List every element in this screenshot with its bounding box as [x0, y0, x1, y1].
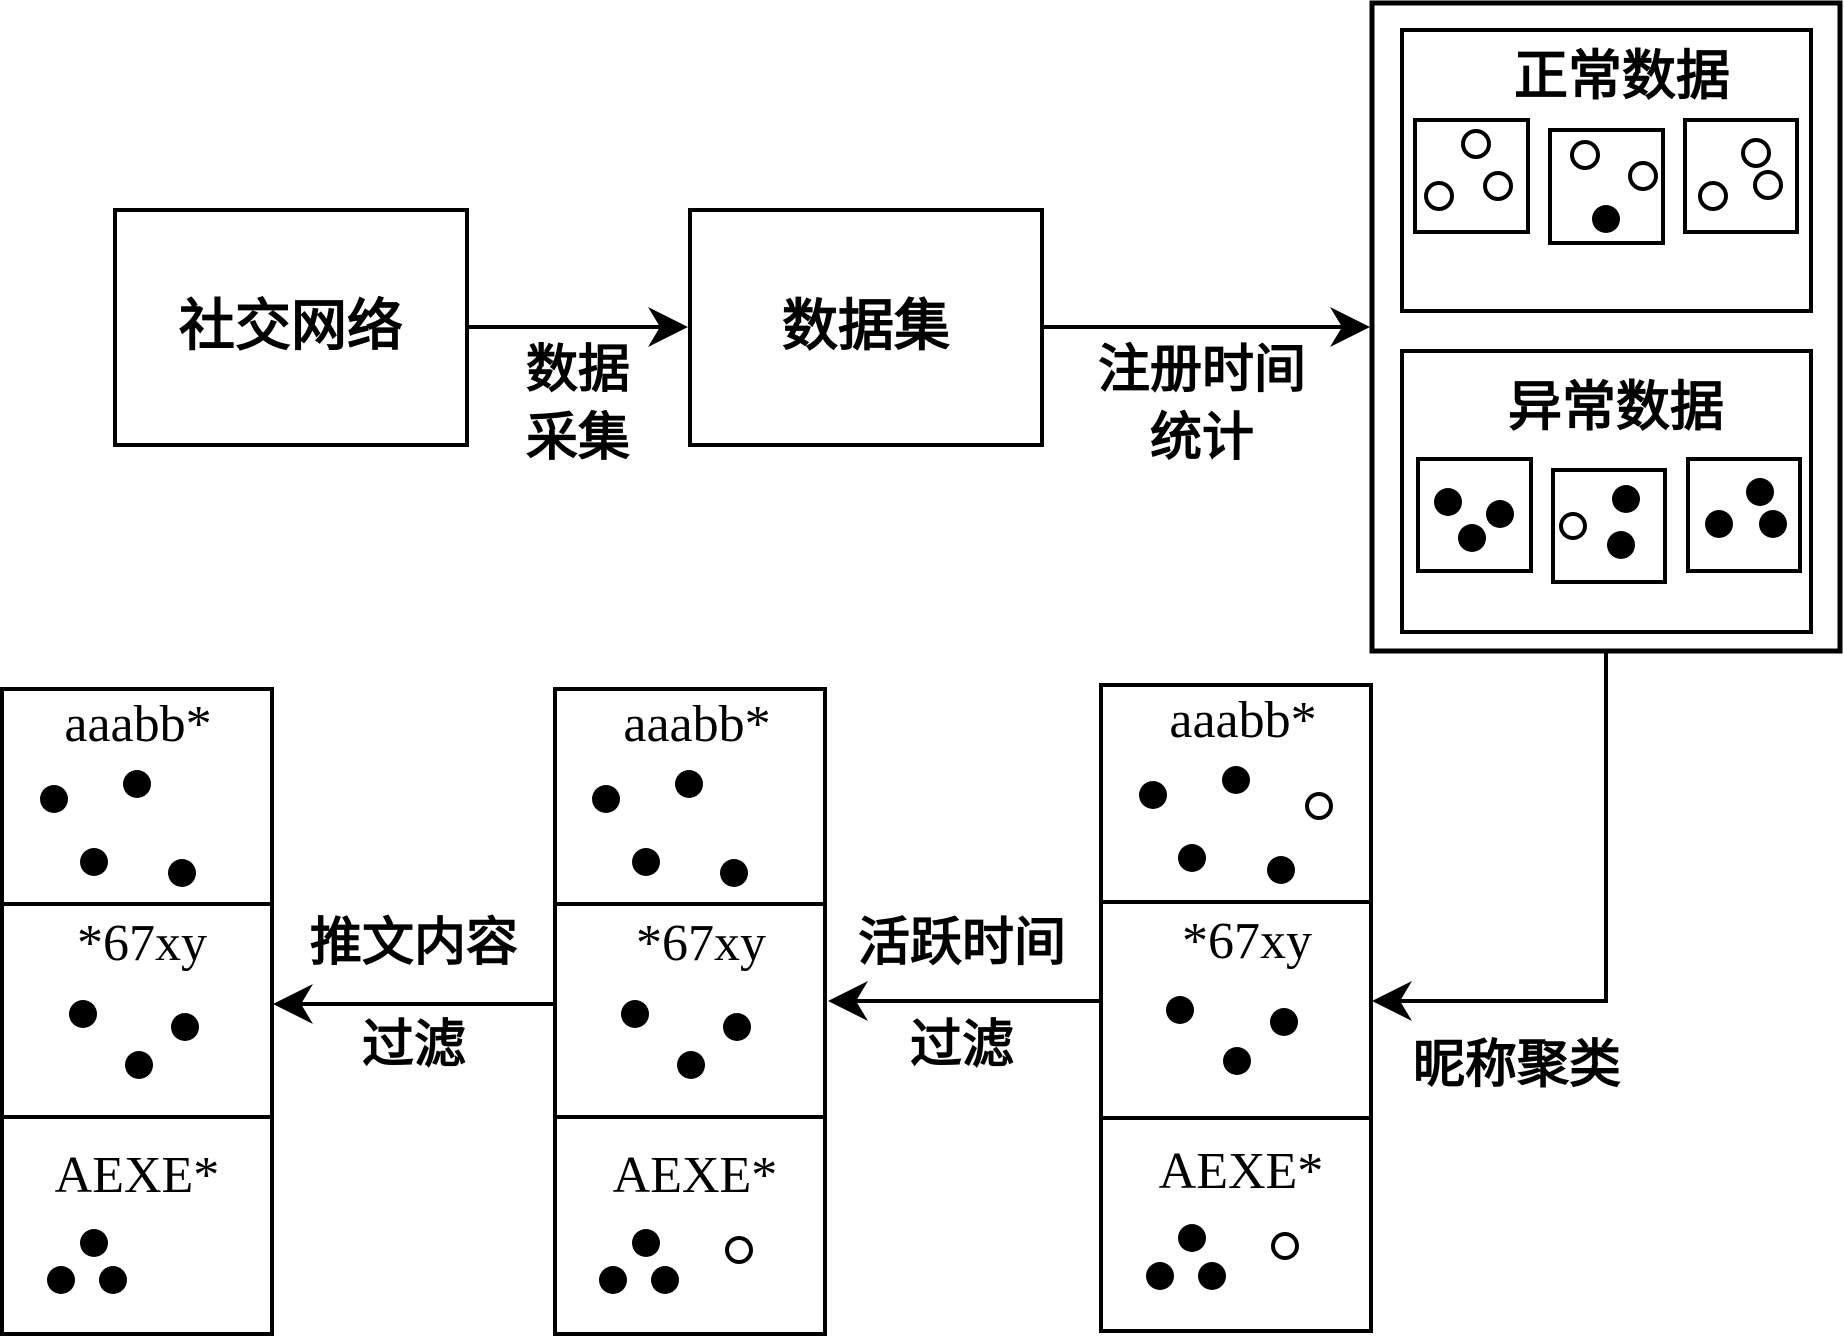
normal-point — [1753, 170, 1783, 200]
normal-point — [1741, 138, 1771, 168]
cluster-label: AEXE* — [613, 1147, 778, 1204]
cluster-label: *67xy — [636, 915, 766, 972]
social-network-label: 社交网络 — [179, 293, 403, 359]
normal-point — [1461, 129, 1491, 159]
normal-point — [1483, 171, 1513, 201]
data-collection-label-2: 采集 — [526, 407, 630, 468]
normal-point — [1570, 140, 1600, 170]
abnormal-data-title: 异常数据 — [1508, 374, 1724, 438]
abnormal-point — [1592, 205, 1620, 233]
cluster-label: AEXE* — [55, 1147, 220, 1204]
abnormal-point — [1434, 488, 1462, 516]
normal-group-3 — [1683, 118, 1799, 234]
normal-point — [1424, 181, 1454, 211]
cluster-label: aaabb* — [1169, 692, 1316, 749]
abnormal-point — [1486, 500, 1514, 528]
abnormal-group-1 — [1416, 457, 1533, 573]
normal-point — [1698, 181, 1728, 211]
cluster-label: AEXE* — [1159, 1143, 1324, 1200]
abnormal-point — [1705, 510, 1733, 538]
cluster-box — [0, 1115, 274, 1336]
stack-tweet-content-filtered: aaabb* *67xy AEXE* — [0, 687, 274, 1336]
normal-data-title: 正常数据 — [1514, 43, 1730, 107]
cluster-label: aaabb* — [623, 696, 770, 753]
cluster-label: aaabb* — [64, 696, 211, 753]
abnormal-point — [1746, 478, 1774, 506]
stack-nickname-clusters: aaabb* *67xy AEXE* — [1099, 683, 1373, 1333]
reg-time-label-2: 统计 — [1150, 407, 1254, 468]
cluster-label: *67xy — [77, 915, 207, 972]
cluster-box — [553, 1115, 827, 1336]
abnormal-point — [1458, 524, 1486, 552]
data-collection-label-1: 数据 — [526, 339, 630, 400]
nickname-cluster-label: 昵称聚类 — [1413, 1034, 1621, 1095]
dataset-label: 数据集 — [782, 293, 950, 359]
active-time-label-1: 活跃时间 — [858, 912, 1066, 973]
normal-point — [1628, 161, 1658, 191]
abnormal-point — [1759, 510, 1787, 538]
cluster-box — [0, 902, 274, 1119]
cluster-box — [553, 902, 827, 1119]
cluster-box — [1099, 1116, 1373, 1333]
tweet-content-label-1: 推文内容 — [310, 912, 518, 973]
social-network-box — [113, 208, 469, 447]
cluster-label: *67xy — [1182, 913, 1312, 970]
cluster-box — [1099, 900, 1373, 1120]
stack-active-time-filtered: aaabb* *67xy AEXE* — [553, 687, 827, 1336]
normal-point — [1559, 512, 1587, 540]
abnormal-point — [1607, 531, 1635, 559]
abnormal-point — [1612, 485, 1640, 513]
tweet-content-label-2: 过滤 — [362, 1014, 466, 1075]
nickname-cluster-arrow — [1372, 651, 1608, 1021]
reg-time-label-1: 注册时间 — [1098, 339, 1306, 400]
dataset-box — [688, 208, 1044, 447]
active-time-label-2: 过滤 — [910, 1014, 1014, 1075]
